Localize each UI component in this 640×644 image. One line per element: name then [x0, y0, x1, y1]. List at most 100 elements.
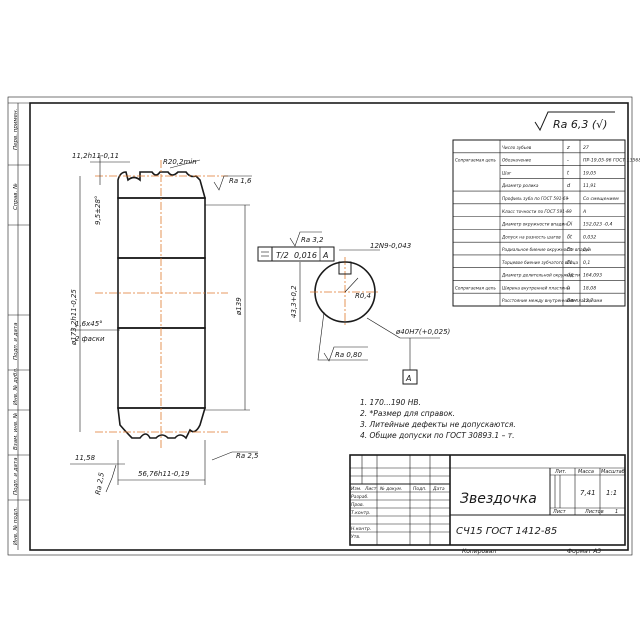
drawing-frame — [29, 102, 629, 551]
dim-d6: ø139 — [235, 297, 243, 316]
table-cell-sym: δt — [567, 234, 573, 240]
side-label-4: Взам. инв. № — [13, 412, 19, 450]
main-view-dimensions: 11,2h11-0,11 R20,2min Ra 1,6 9,5±28° ø17… — [70, 152, 259, 495]
table-cell-sym: dд — [567, 273, 574, 279]
table-cell-sym: z — [566, 145, 570, 151]
table-cell-name: Расстояние между внутренними пластинами — [502, 298, 602, 303]
tb-lit-label: Лит. — [554, 469, 567, 475]
tb-sheet-label: Лист — [552, 509, 567, 515]
tb-copied: Копировал — [462, 548, 496, 555]
table-cell-val: 164,093 — [583, 273, 602, 279]
tb-r-tkontr: Т.контр. — [351, 510, 371, 516]
side-label-0: Перв. примен. — [13, 108, 19, 150]
side-label-1: Справ. № — [13, 183, 19, 210]
table-cell-val: 0,1 — [583, 260, 590, 266]
table-cell-val: 11,91 — [583, 183, 596, 189]
table-cell-sym: d — [567, 183, 571, 189]
title-block: Изм. Лист № докум. Подп. Дата Разраб. Пр… — [349, 454, 626, 555]
tb-col-izm: Изм. — [351, 486, 362, 492]
note-4: 4. Общие допуски по ГОСТ 30893.1 – т. — [360, 431, 514, 440]
side-label-3: Инв. № дубл. — [13, 367, 19, 405]
table-cell-group: Сопрягаемая цепь — [455, 158, 496, 163]
note-3: 3. Литейные дефекты не допускаются. — [360, 420, 516, 429]
dim-d13: Ra 3,2 — [301, 236, 324, 244]
datum-label: A — [405, 374, 411, 383]
table-cell-name: Ширина внутренней пластины — [502, 285, 571, 290]
tolerance-frame: T/2 0,016 A — [257, 246, 335, 262]
note-1: 1. 170...190 HB. — [360, 398, 421, 407]
table-cell-name: Допуск на разность шагов — [501, 234, 561, 239]
table-cell-val: 18,08 — [583, 285, 596, 291]
table-cell-name: Диаметр окружности впадин — [501, 222, 567, 227]
table-cell-val: 152,023 -0,4 — [583, 222, 612, 228]
side-label-5: Подп. и дата — [13, 457, 19, 495]
dim-d9: 11,58 — [75, 454, 96, 462]
table-cell-sym: t — [567, 170, 570, 176]
dim-d14: 12N9-0,043 — [370, 242, 411, 250]
table-cell-name: Класс точности по ГОСТ 591-69 — [502, 209, 572, 214]
table-cell-sym: Di — [567, 222, 573, 228]
table-cell-group: Сопрягаемая цепь — [455, 285, 496, 290]
dim-d4: 9,5±28° — [94, 196, 102, 225]
tb-col-doc: № докум. — [379, 486, 402, 492]
sprocket-upper-body — [117, 197, 206, 259]
tb-r-nkontr: Н.контр. — [351, 526, 371, 532]
general-roughness-text: Ra 6,3 (√) — [553, 118, 607, 131]
keyway — [338, 261, 352, 275]
part-name: Звездочка — [460, 491, 537, 507]
tb-r-utv: Утв. — [351, 534, 360, 540]
tb-sheets-value: 1 — [615, 509, 618, 515]
table-cell-name: Профиль зуба по ГОСТ 591-69 — [502, 196, 569, 201]
tb-mass-label: Масса — [578, 469, 594, 475]
table-cell-name: Диаметр делительной окружности — [501, 273, 580, 278]
dim-d18: Ra 0,80 — [335, 351, 363, 359]
table-cell-name: Число зубьев — [502, 145, 532, 150]
dim-d17: ø40H7(+0,025) — [395, 328, 451, 336]
table-cell-name: Торцевое биение зубчатого венца — [502, 260, 578, 265]
table-cell-sym: h — [567, 285, 570, 291]
outer-sheet-border — [7, 96, 633, 556]
table-cell-val: 0,032 — [583, 234, 596, 240]
table-cell-name: Шаг — [502, 170, 512, 175]
tb-r-razrab: Разраб. — [351, 494, 369, 500]
table-cell-val: ПР-19,05-96 ГОСТ 13568-97 — [583, 158, 640, 164]
left-side-strip: Перв. примен. Справ. № Подп. и дата Инв.… — [8, 102, 30, 550]
dim-d10: 56,76h11-0,19 — [138, 470, 190, 478]
table-cell-sym: - — [567, 209, 569, 215]
tb-scale-value: 1:1 — [606, 489, 617, 497]
table-cell-sym: Et — [567, 260, 573, 266]
hub-detail-view: Ra 3,2 12N9-0,043 43,3+0,2 R0,4 ø40H7(+0… — [257, 231, 451, 385]
table-cell-sym: Er — [567, 247, 573, 253]
sprocket-upper-rim — [117, 171, 207, 199]
dim-d5: ø173,2h11-0,25 — [70, 289, 78, 346]
dim-d3: Ra 1,6 — [229, 177, 252, 185]
dim-d12: Ra 2,5 — [236, 452, 259, 460]
general-roughness-symbol: Ra 6,3 (√) — [534, 111, 615, 132]
material: СЧ15 ГОСТ 1412-85 — [456, 526, 557, 537]
table-cell-sym: - — [567, 196, 569, 202]
sprocket-section-view — [95, 160, 228, 450]
tb-mass-value: 7,41 — [580, 489, 596, 497]
tb-col-sign: Подп. — [413, 486, 427, 492]
tb-format: Формат А3 — [567, 548, 601, 555]
dim-d7: 1,6x45° — [75, 320, 103, 328]
sprocket-lower-body — [117, 327, 206, 409]
tb-col-date: Дата — [432, 486, 445, 492]
table-cell-name: Радиальное биение окружности впадин — [502, 247, 591, 252]
frame-b: A — [322, 251, 328, 260]
table-cell-sym: - — [567, 158, 569, 164]
table-cell-val: Со смещением — [583, 196, 619, 202]
tb-col-list: Лист — [364, 486, 377, 492]
technical-notes: 1. 170...190 HB. 2. *Размер для справок.… — [360, 398, 516, 440]
dim-d11: Ra 2,5 — [94, 471, 106, 495]
frame-v: 0,016 — [294, 251, 317, 260]
dim-d2: R20,2min — [163, 158, 197, 166]
table-cell-name: Обозначение — [502, 158, 531, 163]
dim-d1: 11,2h11-0,11 — [72, 152, 119, 160]
sprocket-lower-rim — [117, 407, 207, 440]
table-cell-sym: Bвн — [567, 298, 577, 304]
note-2: 2. *Размер для справок. — [360, 409, 455, 418]
table-cell-val: 19,05 — [583, 170, 596, 176]
